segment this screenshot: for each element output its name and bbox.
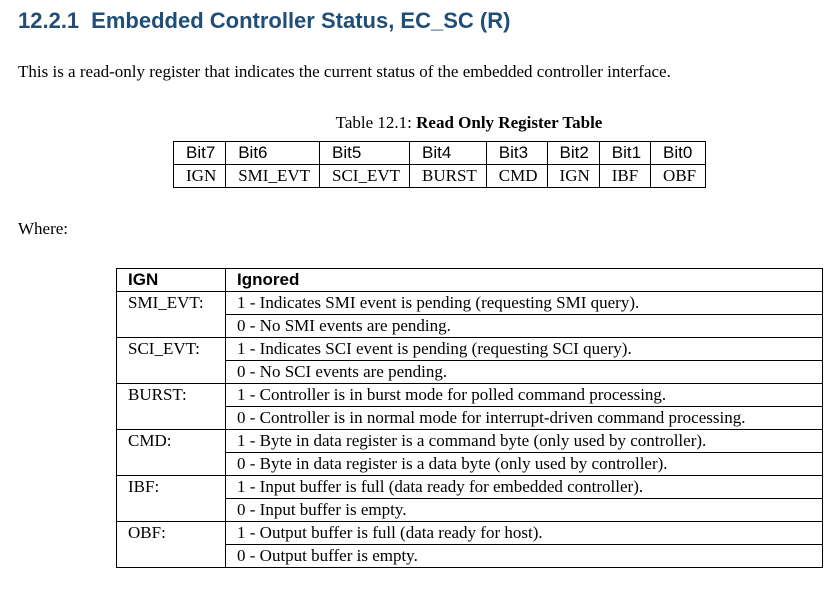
bit-header-cell: Bit2	[546, 141, 600, 165]
field-desc-clear: 0 - Input buffer is empty.	[225, 498, 823, 522]
section-title: Embedded Controller Status, EC_SC (R)	[91, 8, 511, 33]
field-name-blank	[116, 360, 226, 384]
bit-value-cell: OBF	[650, 164, 707, 188]
field-name-blank	[116, 452, 226, 476]
field-name: SMI_EVT:	[116, 291, 226, 315]
field-desc-set: 1 - Output buffer is full (data ready fo…	[225, 521, 823, 545]
bit-value-row: IGN SMI_EVT SCI_EVT BURST CMD IGN IBF OB…	[172, 164, 707, 188]
intro-paragraph: This is a read-only register that indica…	[18, 62, 671, 81]
bit-header-cell: Bit7	[172, 141, 227, 165]
bit-header-cell: Bit3	[485, 141, 548, 165]
section-number: 12.2.1	[18, 8, 80, 33]
table-row: SMI_EVT: 1 - Indicates SMI event is pend…	[116, 291, 823, 315]
field-desc-set: 1 - Input buffer is full (data ready for…	[225, 475, 823, 499]
field-desc-set: 1 - Controller is in burst mode for poll…	[225, 383, 823, 407]
bit-header-cell: Bit0	[650, 141, 707, 165]
field-desc-set: 1 - Indicates SMI event is pending (requ…	[225, 291, 823, 315]
field-name: IBF:	[116, 475, 226, 499]
table-caption: Table 12.1: Read Only Register Table	[0, 113, 834, 133]
table-row: 0 - No SCI events are pending.	[116, 360, 823, 384]
table-row: OBF: 1 - Output buffer is full (data rea…	[116, 521, 823, 545]
table-row: BURST: 1 - Controller is in burst mode f…	[116, 383, 823, 407]
description-header-desc: Ignored	[225, 268, 823, 292]
bit-value-cell: IGN	[546, 164, 600, 188]
table-row: SCI_EVT: 1 - Indicates SCI event is pend…	[116, 337, 823, 361]
bit-value-cell: IBF	[598, 164, 652, 188]
field-desc-clear: 0 - No SCI events are pending.	[225, 360, 823, 384]
bit-description-table: IGN Ignored SMI_EVT: 1 - Indicates SMI e…	[116, 268, 823, 568]
bit-header-cell: Bit1	[598, 141, 652, 165]
table-row: IBF: 1 - Input buffer is full (data read…	[116, 475, 823, 499]
bit-value-cell: SMI_EVT	[225, 164, 320, 188]
field-desc-set: 1 - Byte in data register is a command b…	[225, 429, 823, 453]
field-desc-clear: 0 - Byte in data register is a data byte…	[225, 452, 823, 476]
field-name: OBF:	[116, 521, 226, 545]
bit-header-cell: Bit5	[319, 141, 410, 165]
field-name: SCI_EVT:	[116, 337, 226, 361]
field-name-blank	[116, 498, 226, 522]
field-desc-clear: 0 - Controller is in normal mode for int…	[225, 406, 823, 430]
table-row: 0 - No SMI events are pending.	[116, 314, 823, 338]
where-label: Where:	[18, 219, 69, 238]
bit-header-row: Bit7 Bit6 Bit5 Bit4 Bit3 Bit2 Bit1 Bit0	[172, 141, 707, 165]
register-bit-table: Bit7 Bit6 Bit5 Bit4 Bit3 Bit2 Bit1 Bit0 …	[172, 141, 707, 188]
table-row: CMD: 1 - Byte in data register is a comm…	[116, 429, 823, 453]
bit-value-cell: BURST	[409, 164, 487, 188]
field-name-blank	[116, 314, 226, 338]
field-desc-set: 1 - Indicates SCI event is pending (requ…	[225, 337, 823, 361]
table-row: 0 - Output buffer is empty.	[116, 544, 823, 568]
section-heading: 12.2.1 Embedded Controller Status, EC_SC …	[18, 8, 510, 34]
field-name-blank	[116, 406, 226, 430]
bit-header-cell: Bit4	[409, 141, 487, 165]
bit-header-cell: Bit6	[225, 141, 320, 165]
table-caption-prefix: Table 12.1:	[335, 113, 412, 132]
table-row: 0 - Controller is in normal mode for int…	[116, 406, 823, 430]
field-desc-clear: 0 - No SMI events are pending.	[225, 314, 823, 338]
table-row: 0 - Input buffer is empty.	[116, 498, 823, 522]
description-header-name: IGN	[116, 268, 226, 292]
description-header-row: IGN Ignored	[116, 268, 823, 292]
bit-value-cell: CMD	[485, 164, 548, 188]
bit-value-cell: SCI_EVT	[319, 164, 410, 188]
table-row: 0 - Byte in data register is a data byte…	[116, 452, 823, 476]
table-caption-title: Read Only Register Table	[416, 113, 603, 132]
field-name: CMD:	[116, 429, 226, 453]
field-name-blank	[116, 544, 226, 568]
field-name: BURST:	[116, 383, 226, 407]
bit-value-cell: IGN	[172, 164, 227, 188]
field-desc-clear: 0 - Output buffer is empty.	[225, 544, 823, 568]
